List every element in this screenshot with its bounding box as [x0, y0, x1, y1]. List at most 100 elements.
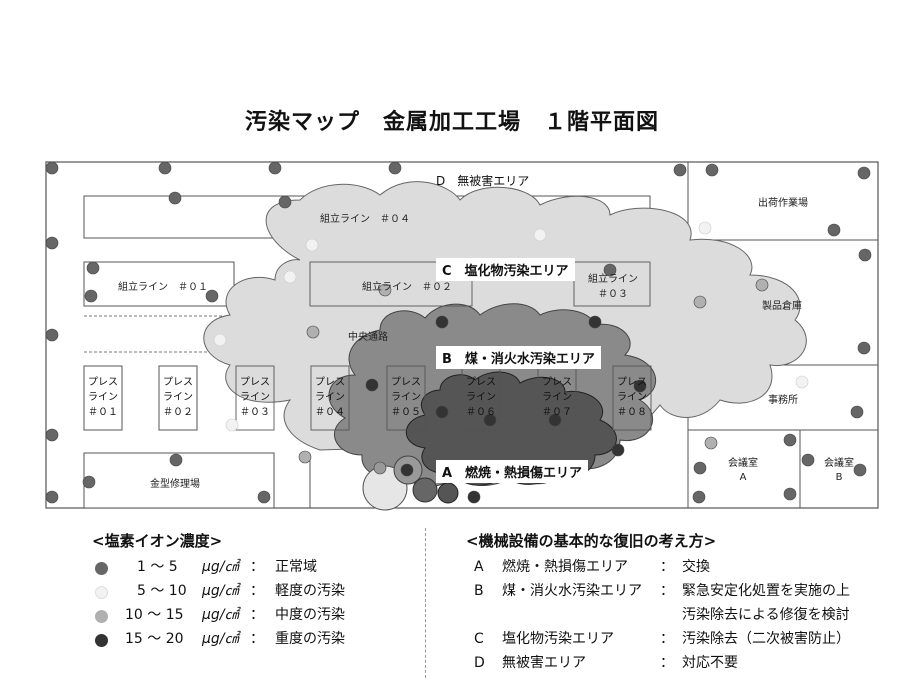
description: 中度の汚染 — [275, 607, 345, 623]
sample-point — [827, 223, 841, 237]
separator: ： — [250, 583, 264, 599]
zone-code: D — [474, 655, 485, 671]
sample-point — [692, 490, 706, 504]
sample-point — [378, 283, 392, 297]
recovery-legend-row: B 煤・消火水汚染エリア ： 緊急安定化処置を実施の上 — [474, 580, 894, 602]
sample-point — [278, 195, 292, 209]
sample-point — [795, 375, 809, 389]
action: 汚染除去による修復を検討 — [682, 607, 850, 623]
press-line-05-label: プレス ライン ＃０５ — [391, 377, 421, 418]
assembly-line-02-label: 組立ライン ＃０２ — [362, 282, 452, 293]
separator: ： — [660, 631, 674, 647]
sample-point — [169, 453, 183, 467]
sample-point — [467, 490, 481, 504]
zone-name: 燃焼・熱損傷エリア — [502, 559, 628, 575]
sample-point — [533, 228, 547, 242]
description: 軽度の汚染 — [275, 583, 345, 599]
range: 1 ～ 5 — [137, 559, 178, 575]
sample-point — [400, 463, 414, 477]
sample-point — [850, 405, 864, 419]
press-line-04-label: プレス ライン ＃０４ — [315, 377, 345, 418]
separator: ： — [250, 607, 264, 623]
sample-point — [853, 463, 867, 477]
sample-point — [305, 238, 319, 252]
sample-point — [673, 163, 687, 177]
sample-point — [45, 490, 59, 504]
recovery-legend-title: <機械設備の基本的な復旧の考え方> — [466, 532, 717, 550]
assembly-line-01-label: 組立ライン ＃０１ — [118, 282, 208, 293]
sample-point — [783, 487, 797, 501]
sample-point — [857, 166, 871, 180]
press-line-07-label: プレス ライン ＃０７ — [542, 377, 572, 418]
sample-point — [633, 379, 647, 393]
sample-point — [45, 236, 59, 250]
sample-point — [306, 325, 320, 339]
meeting-room-b-label: 会議室 B — [824, 458, 854, 483]
unit: μg/㎠ — [202, 607, 239, 623]
action: 緊急安定化処置を実施の上 — [682, 583, 850, 599]
zone-a-label: A 燃焼・熱損傷エリア — [436, 460, 589, 483]
sample-point — [45, 428, 59, 442]
zone-a-cloud — [362, 371, 617, 511]
corridor-label: 中央通路 — [348, 332, 388, 343]
sample-point — [801, 453, 815, 467]
press-line-06-label: プレス ライン ＃０６ — [466, 377, 496, 418]
sample-point — [45, 328, 59, 342]
sample-point — [704, 436, 718, 450]
range: 10 ～ 15 — [125, 607, 184, 623]
unit: μg/㎠ — [202, 583, 239, 599]
sample-point — [588, 315, 602, 329]
assembly-line-04-label: 組立ライン ＃０４ — [320, 214, 410, 225]
sample-point — [755, 278, 769, 292]
sample-point — [783, 433, 797, 447]
sample-point — [225, 418, 239, 432]
separator: ： — [660, 583, 674, 599]
zone-name: 塩化物汚染エリア — [502, 631, 614, 647]
separator: ： — [250, 631, 264, 647]
zone-code: B — [474, 583, 484, 599]
chloride-legend-row: 10 ～ 15 μg/㎠ ： 中度の汚染 — [95, 604, 415, 626]
separator: ： — [660, 655, 674, 671]
sample-point — [693, 295, 707, 309]
zone-name: 煤・消火水汚染エリア — [502, 583, 642, 599]
sample-point — [698, 221, 712, 235]
zone-b-label: B 煤・消火水汚染エリア — [436, 346, 601, 369]
sample-point — [268, 161, 282, 175]
legend-divider — [425, 528, 426, 678]
sample-point — [168, 191, 182, 205]
sample-point — [257, 490, 271, 504]
press-line-02-label: プレス ライン ＃０２ — [163, 377, 193, 418]
sample-point — [82, 475, 96, 489]
sample-point — [611, 443, 625, 457]
concentration-dot-icon — [95, 562, 108, 575]
shipping-area-label: 出荷作業場 — [758, 198, 808, 209]
sample-point — [365, 378, 379, 392]
description: 重度の汚染 — [275, 631, 345, 647]
assembly-line-03-label-b: ＃０３ — [598, 289, 628, 300]
sample-point — [435, 315, 449, 329]
zone-d-label: D 無被害エリア — [436, 174, 530, 188]
sample-point — [548, 413, 562, 427]
sample-point — [86, 261, 100, 275]
sample-point — [298, 450, 312, 464]
sample-point — [283, 270, 297, 284]
sample-point — [373, 461, 387, 475]
action: 交換 — [682, 559, 710, 575]
zone-name: 無被害エリア — [502, 655, 586, 671]
recovery-legend-row: 汚染除去による修復を検討 — [474, 604, 894, 626]
unit: μg/㎠ — [202, 631, 239, 647]
sample-point — [705, 163, 719, 177]
description: 正常域 — [275, 559, 317, 575]
sample-point — [857, 341, 871, 355]
sample-points — [45, 161, 872, 504]
sample-point — [435, 405, 449, 419]
office-label: 事務所 — [768, 395, 798, 406]
assembly-line-03-label-a: 組立ライン — [588, 274, 638, 285]
unit: μg/㎠ — [202, 559, 239, 575]
concentration-dot-icon — [95, 610, 108, 623]
sample-point — [158, 161, 172, 175]
